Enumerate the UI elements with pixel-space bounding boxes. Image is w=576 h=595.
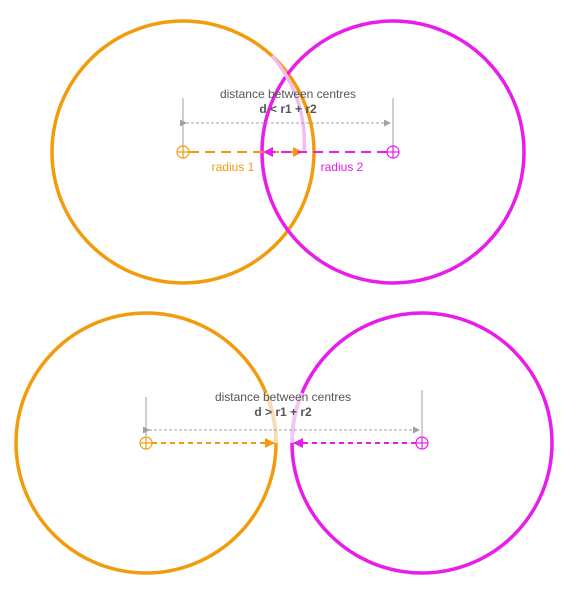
centre-2-marker (415, 436, 429, 450)
circle-gap-highlight-2 (290, 392, 304, 444)
condition-label: d < r1 + r2 (259, 102, 317, 116)
circle-gap-highlight (264, 392, 278, 444)
condition-label: d > r1 + r2 (254, 405, 312, 419)
circle-overlap-highlight (270, 54, 307, 153)
centre-1-marker (176, 145, 190, 159)
centre-1-marker (139, 436, 153, 450)
overlapping-circles-diagram: distance between centres d < r1 + r2 rad… (50, 19, 526, 285)
distance-caption: distance between centres (215, 390, 351, 404)
distance-caption: distance between centres (220, 87, 356, 101)
radius-2-label: radius 2 (321, 160, 364, 174)
radius-1-label: radius 1 (212, 160, 255, 174)
separate-circles-diagram: distance between centres d > r1 + r2 (14, 311, 554, 575)
centre-2-marker (386, 145, 400, 159)
